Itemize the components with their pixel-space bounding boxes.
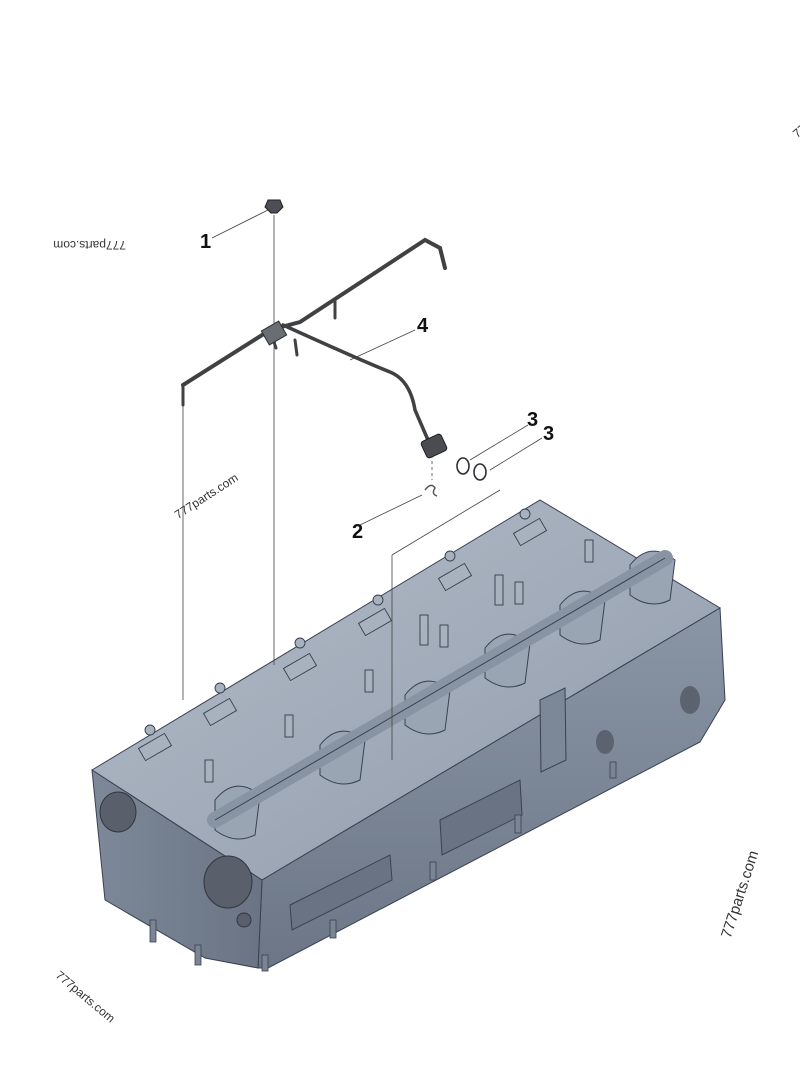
front-port-small — [236, 912, 252, 928]
part-1-nut[interactable] — [264, 199, 284, 214]
part-2-clip[interactable] — [424, 484, 438, 497]
callout-1: 1 — [200, 231, 211, 253]
front-port-large — [203, 855, 253, 909]
side-pocket-2 — [289, 854, 393, 931]
cylinder-head-assembly — [91, 499, 726, 972]
callout-3-upper: 3 — [527, 409, 538, 431]
side-port-1 — [596, 730, 614, 754]
side-pocket-1 — [439, 779, 523, 856]
callout-4: 4 — [417, 315, 429, 337]
valve-train-clusters — [137, 508, 594, 783]
bottom-studs — [149, 761, 617, 972]
callout-2: 2 — [352, 521, 363, 543]
part-4-wiring-harness[interactable] — [181, 237, 448, 459]
side-boss-1 — [539, 687, 567, 773]
callout-3-lower: 3 — [543, 423, 554, 445]
watermark-upside-down: 777parts.com — [53, 238, 126, 252]
side-port-2 — [680, 686, 700, 714]
front-port-upper — [99, 791, 137, 833]
leader-lines — [182, 207, 543, 760]
part-3-o-rings[interactable] — [456, 457, 487, 481]
